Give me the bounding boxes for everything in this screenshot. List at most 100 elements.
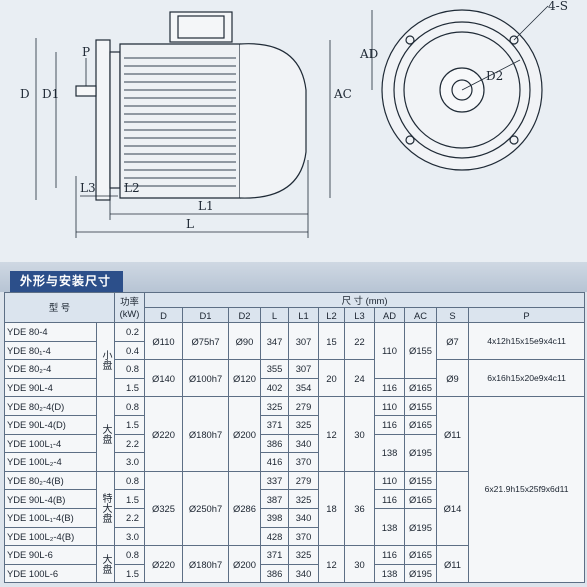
- table-row: YDE 100L₁-4(B) 2.2 398 340 138 Ø195: [4, 507, 585, 547]
- header-col: L2: [318, 307, 346, 323]
- table-row: YDE 80₂-4 0.8 Ø140 Ø100h7 Ø120 355 307 2…: [4, 359, 586, 398]
- cell-D: Ø220: [144, 545, 184, 584]
- header-col: S: [436, 307, 470, 323]
- power-cell: 1.5: [114, 414, 146, 435]
- power-cell: 0.2: [114, 322, 146, 342]
- power-cell: 0.8: [114, 545, 146, 565]
- cell-L: 386: [260, 433, 290, 454]
- cell-L1: 325: [288, 414, 320, 435]
- power-cell: 0.8: [114, 470, 146, 491]
- power-cell: 2.2: [114, 507, 146, 528]
- cell-L: 398: [260, 507, 290, 528]
- power-cell: 0.8: [114, 359, 146, 379]
- cell-L1: 307: [288, 359, 320, 379]
- cell-AC: Ø165: [404, 377, 438, 398]
- cell-AD: 110: [374, 470, 406, 491]
- cell-L1: 354: [288, 377, 320, 398]
- cell-D1: Ø250h7: [182, 470, 230, 547]
- cell-D2: Ø120: [228, 359, 262, 398]
- power-cell: 1.5: [114, 563, 146, 584]
- cell-AC: Ø155: [404, 396, 438, 416]
- header-col: AC: [404, 307, 438, 323]
- power-cell: 2.2: [114, 433, 146, 454]
- cell-P: 6x21.9h15x25f9x6d11: [468, 396, 586, 584]
- cell-L: 386: [260, 563, 290, 584]
- label-P: P: [82, 45, 90, 59]
- cell-AD: 138: [374, 433, 406, 472]
- cell-D: Ø325: [144, 470, 184, 547]
- cell-P: 6x16h15x20e9x4c11: [468, 359, 586, 398]
- cell-L: 337: [260, 470, 290, 491]
- cell-L: 371: [260, 414, 290, 435]
- dimensions-table-wrap: 型 号 功率 (kW) 尺 寸 (mm) D D1 D2 L L1 L2 L3 …: [3, 292, 586, 584]
- cell-L1: 307: [288, 321, 320, 361]
- cell-L1: 340: [288, 433, 320, 454]
- cell-L: 355: [260, 359, 290, 379]
- cell-S: Ø11: [436, 396, 470, 472]
- table-row: YDE 90L-6 大盘 0.8 Ø220 Ø180h7 Ø200 371 32…: [4, 545, 585, 584]
- motor-side-view: [75, 11, 307, 201]
- label-L3: L3: [80, 181, 96, 195]
- model-cell: YDE 90L-4(D): [4, 414, 97, 435]
- cell-L1: 325: [288, 489, 320, 509]
- cell-L: 402: [260, 377, 290, 398]
- cell-AC: Ø165: [404, 414, 438, 435]
- cell-L1: 340: [288, 507, 320, 528]
- dimensions-table: 型 号 功率 (kW) 尺 寸 (mm) D D1 D2 L L1 L2 L3 …: [3, 292, 586, 584]
- table-header-row: 型 号 功率 (kW) 尺 寸 (mm): [3, 292, 586, 323]
- cell-P: 4x12h15x15e9x4c11: [468, 321, 586, 361]
- model-cell: YDE 100L-6: [4, 563, 97, 584]
- cell-AC: Ø165: [404, 545, 438, 565]
- category-large: 大盘: [95, 396, 116, 472]
- label-S: 4-S: [548, 0, 568, 13]
- cell-D1: Ø75h7: [182, 321, 230, 361]
- cell-L2: 15: [318, 321, 346, 361]
- cell-AD: 116: [374, 414, 406, 435]
- cell-AD: 138: [374, 507, 406, 547]
- cell-L3: 24: [344, 359, 376, 398]
- cell-L: 387: [260, 489, 290, 509]
- table-subheader-row: D D1 D2 L L1 L2 L3 AD AC S P: [5, 307, 586, 323]
- label-D1: D1: [42, 87, 59, 101]
- cell-L: 371: [260, 545, 290, 565]
- cell-AC: Ø195: [404, 433, 438, 472]
- cell-D2: Ø286: [228, 470, 262, 547]
- cell-D1: Ø100h7: [182, 359, 230, 398]
- cell-L: 325: [260, 396, 290, 416]
- cell-L3: 36: [344, 470, 376, 547]
- header-dims: 尺 寸 (mm): [144, 292, 586, 308]
- cell-AD: 110: [374, 396, 406, 416]
- cell-D2: Ø200: [228, 396, 262, 472]
- table-row: YDE 100L₂-4 3.0 416 370: [4, 452, 585, 472]
- cell-S: Ø9: [436, 359, 470, 398]
- cell-D: Ø110: [144, 321, 184, 361]
- header-col: D1: [182, 307, 230, 323]
- cell-S: Ø7: [436, 321, 470, 361]
- table-row: YDE 80₂-4(D) 大盘 0.8 Ø220 Ø180h7 Ø200 325…: [4, 396, 586, 584]
- cell-AD: 116: [374, 377, 406, 398]
- cell-L: 416: [260, 452, 290, 472]
- cell-D: Ø140: [144, 359, 184, 398]
- cell-D1: Ø180h7: [182, 545, 230, 584]
- header-col: L3: [344, 307, 376, 323]
- section-title: 外形与安装尺寸: [10, 271, 124, 292]
- cell-AC: Ø195: [404, 563, 438, 584]
- header-model: 型 号: [3, 292, 116, 323]
- label-D2: D2: [486, 69, 503, 83]
- model-cell: YDE 80₂-4: [4, 359, 97, 379]
- label-L: L: [186, 217, 194, 231]
- header-col: L: [260, 307, 290, 323]
- header-power: 功率 (kW): [114, 292, 146, 323]
- model-cell: YDE 90L-4(B): [4, 489, 97, 509]
- model-cell: YDE 100L₁-4: [4, 433, 97, 454]
- category-xlarge: 特大盘: [95, 470, 116, 547]
- cell-L3: 22: [344, 321, 376, 361]
- cell-L2: 12: [318, 396, 346, 472]
- cell-AD: 138: [374, 563, 406, 584]
- label-L1: L1: [198, 199, 214, 213]
- cell-AD: 110: [374, 322, 406, 379]
- table-row: YDE 80₁-4 0.4: [4, 340, 585, 361]
- model-cell: YDE 90L-4: [4, 377, 97, 398]
- cell-D2: Ø90: [228, 321, 262, 361]
- technical-drawing: D D1 P L3 L2 L1 L AC AD D2 4-S: [0, 0, 587, 262]
